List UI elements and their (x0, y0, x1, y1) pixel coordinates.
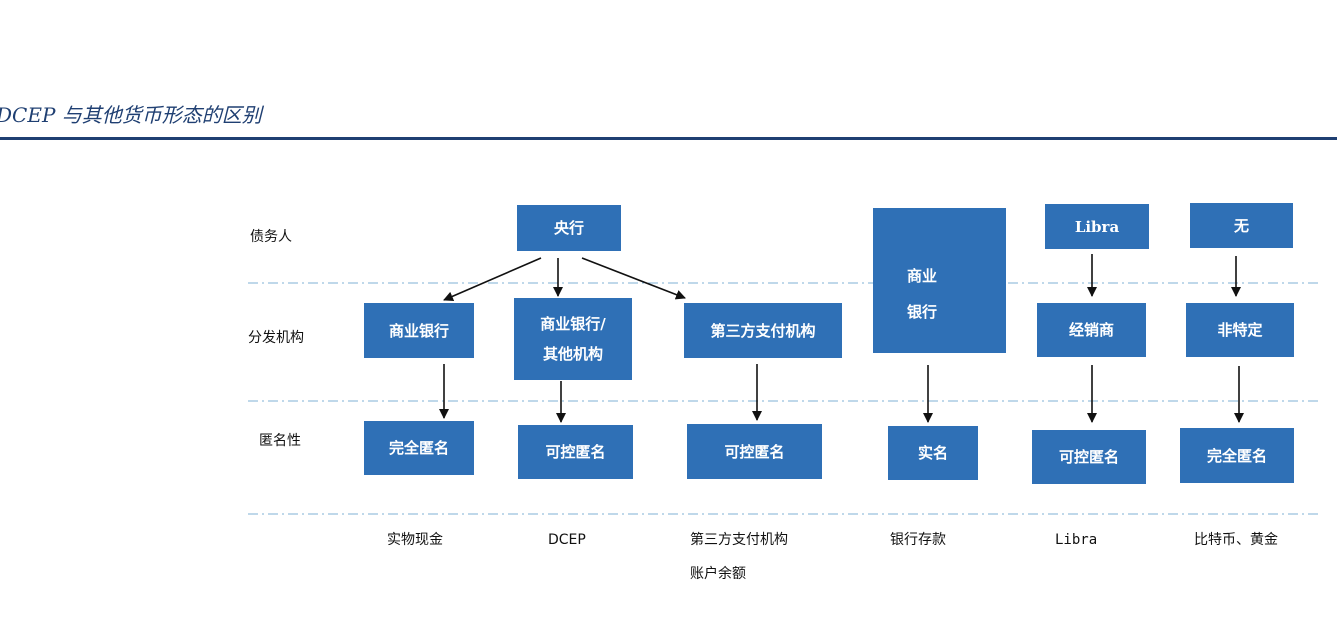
row-label-debtor: 债务人 (250, 229, 292, 245)
box-thirdparty-issuer: 第三方支付机构 (684, 303, 842, 358)
category-libra: Libra (1055, 532, 1098, 548)
category-cash: 实物现金 (387, 532, 443, 548)
box-libra-anonymity: 可控匿名 (1032, 430, 1146, 484)
box-commercial-bank-debtor: 商业 银行 (873, 208, 1006, 353)
category-dcep: DCEP (548, 532, 586, 548)
category-bank-deposit: 银行存款 (890, 532, 946, 548)
box-gold-anonymity: 完全匿名 (1180, 428, 1294, 483)
arrow-central-to-cash (443, 257, 542, 302)
box-cash-issuer: 商业银行 (364, 303, 474, 358)
category-bitcoin-gold: 比特币、黄金 (1194, 532, 1278, 548)
box-no-debtor: 无 (1190, 203, 1293, 248)
box-dcep-issuer: 商业银行/ 其他机构 (514, 298, 632, 380)
box-bank-anonymity: 实名 (888, 426, 978, 480)
box-dcep-anonymity: 可控匿名 (518, 425, 633, 479)
page-title: DCEP 与其他货币形态的区别 (0, 103, 262, 127)
box-libra-debtor: Libra (1045, 204, 1149, 249)
title-rule (0, 137, 1337, 140)
box-gold-issuer: 非特定 (1186, 303, 1294, 357)
arrow-central-to-thirdparty (581, 257, 686, 300)
box-central-bank: 央行 (517, 205, 621, 251)
category-thirdparty: 第三方支付机构 账户余额 (690, 532, 788, 582)
box-thirdparty-anonymity: 可控匿名 (687, 424, 822, 479)
row-label-issuer: 分发机构 (248, 330, 304, 346)
row-label-anonymity: 匿名性 (259, 433, 301, 449)
box-libra-issuer: 经销商 (1037, 303, 1146, 357)
box-cash-anonymity: 完全匿名 (364, 421, 474, 475)
